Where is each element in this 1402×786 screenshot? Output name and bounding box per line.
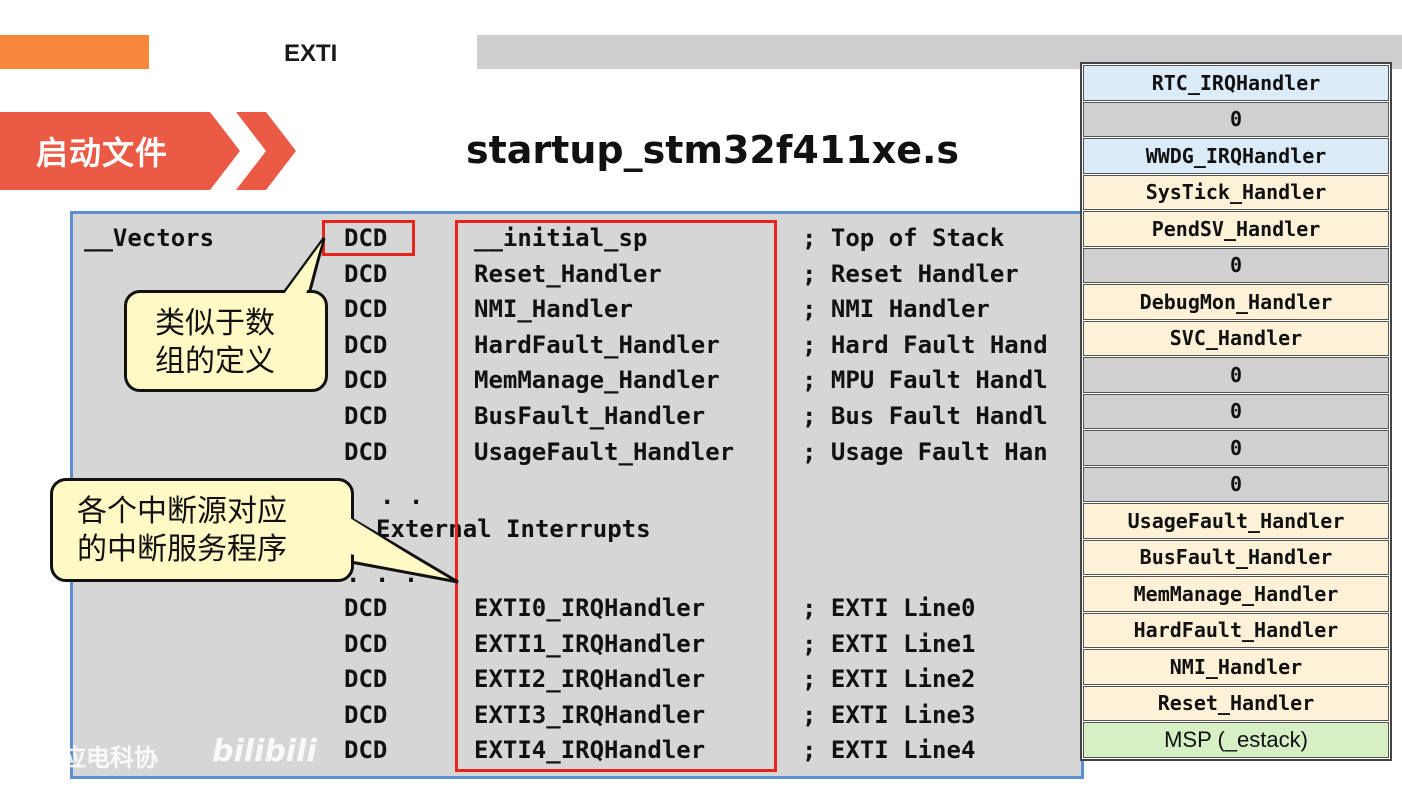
vector-table-row: NMI_Handler	[1083, 649, 1389, 685]
file-title: startup_stm32f411xe.s	[466, 128, 960, 172]
header-accent-bar	[0, 35, 149, 69]
code-comment: ; Bus Fault Handl	[802, 402, 1048, 430]
handler-name: BusFault_Handler	[474, 402, 706, 430]
vector-table-row: 0	[1083, 430, 1389, 466]
directive: DCD	[344, 402, 388, 430]
section-tag	[0, 112, 240, 190]
callout-pointer-mask	[350, 518, 440, 574]
vector-table-row: 0	[1083, 357, 1389, 393]
handler-name: __initial_sp	[474, 224, 648, 252]
vector-table-row: MSP (_estack)	[1083, 722, 1389, 758]
handler-name: EXTI3_IRQHandler	[474, 700, 706, 729]
vector-table-row: BusFault_Handler	[1083, 539, 1389, 575]
vector-table-row: 0	[1083, 247, 1389, 283]
code-comment: ; MPU Fault Handl	[802, 366, 1048, 395]
code-comment: ; NMI Handler	[802, 295, 990, 324]
directive: DCD	[344, 224, 388, 252]
vector-table-row: 0	[1083, 466, 1389, 502]
vectors-label: __Vectors	[84, 224, 215, 252]
callout-isr: 各个中断源对应 的中断服务程序	[50, 478, 354, 582]
handler-column-highlight	[455, 220, 777, 772]
code-comment: ; Hard Fault Hand	[802, 330, 1048, 359]
vector-table-row: MemManage_Handler	[1083, 576, 1389, 612]
handler-name: MemManage_Handler	[474, 366, 720, 395]
directive: DCD	[344, 330, 388, 359]
callout-array-line-1: 类似于数	[155, 306, 275, 341]
chevron-right-icon	[236, 112, 296, 190]
handler-name: NMI_Handler	[474, 295, 633, 324]
directive: DCD	[344, 366, 388, 395]
vector-table-row: DebugMon_Handler	[1083, 284, 1389, 320]
watermark-text: 电应电科协	[38, 744, 158, 772]
code-comment: ; Reset Handler	[802, 259, 1019, 288]
handler-name: EXTI0_IRQHandler	[474, 594, 706, 622]
code-comment: ; EXTI Line3	[802, 700, 976, 729]
callout-isr-line-2: 的中断服务程序	[77, 532, 287, 567]
code-comment: ; EXTI Line4	[802, 736, 976, 765]
callout-pointer-mask	[284, 242, 322, 294]
directive: DCD	[344, 736, 388, 765]
callout-array-line-2: 组的定义	[155, 344, 275, 379]
code-comment: ; EXTI Line1	[802, 629, 976, 658]
directive: DCD	[344, 629, 388, 658]
vector-table-row: 0	[1083, 101, 1389, 137]
code-comment: ; Usage Fault Han	[802, 437, 1048, 466]
ellipsis-top: . .	[380, 482, 424, 510]
directive: DCD	[344, 594, 388, 622]
external-interrupts-label: External Interrupts	[376, 515, 651, 543]
code-comment: ; EXTI Line0	[802, 594, 976, 622]
handler-name: Reset_Handler	[474, 259, 662, 288]
directive: DCD	[344, 295, 388, 324]
callout-array-definition: 类似于数 组的定义	[124, 290, 328, 392]
vector-table-row: RTC_IRQHandler	[1083, 65, 1389, 101]
vector-table-row: Reset_Handler	[1083, 685, 1389, 721]
handler-name: UsageFault_Handler	[474, 437, 735, 466]
directive: DCD	[344, 437, 388, 466]
callout-isr-line-1: 各个中断源对应	[77, 494, 287, 529]
vector-table-row: HardFault_Handler	[1083, 612, 1389, 648]
directive: DCD	[344, 665, 388, 694]
vector-table-row: WWDG_IRQHandler	[1083, 138, 1389, 174]
section-title: EXTI	[284, 40, 338, 67]
directive: DCD	[344, 259, 388, 288]
directive: DCD	[344, 700, 388, 729]
handler-name: HardFault_Handler	[474, 330, 720, 359]
handler-name: EXTI4_IRQHandler	[474, 736, 706, 765]
code-comment: ; Top of Stack	[802, 224, 1005, 252]
vector-table-row: SysTick_Handler	[1083, 174, 1389, 210]
handler-name: EXTI2_IRQHandler	[474, 665, 706, 694]
vector-table-row: UsageFault_Handler	[1083, 503, 1389, 539]
bilibili-logo-icon: bilibili	[212, 734, 317, 769]
vector-table-row: SVC_Handler	[1083, 320, 1389, 356]
vector-table-row: PendSV_Handler	[1083, 211, 1389, 247]
handler-name: EXTI1_IRQHandler	[474, 629, 706, 658]
code-comment: ; EXTI Line2	[802, 665, 976, 694]
vector-table-row: 0	[1083, 393, 1389, 429]
section-tag-label: 启动文件	[36, 134, 169, 172]
